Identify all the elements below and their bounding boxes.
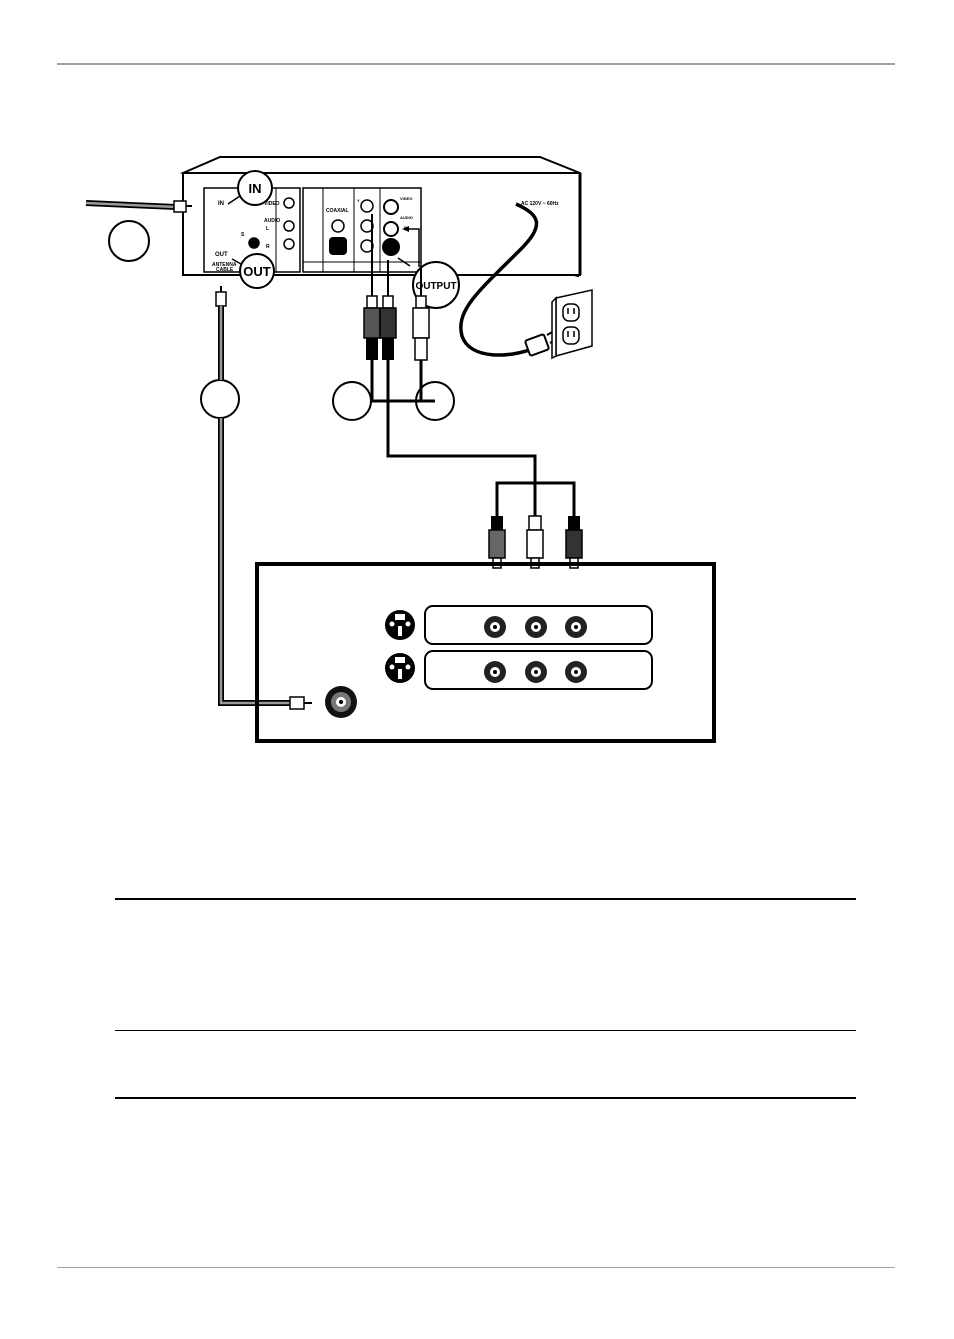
video-in-label: VIDEO <box>264 201 280 207</box>
wall-outlet <box>551 289 593 360</box>
out-video-jack <box>383 199 399 215</box>
audio-r-in-jack <box>283 238 295 250</box>
rf-cable-to-tv <box>215 286 312 710</box>
comp-y-label: Y <box>357 198 360 203</box>
vcr-rca-plug-audio-l <box>379 295 397 360</box>
tv-rca-jack-row2-1 <box>484 661 506 683</box>
comp-y-jack <box>360 199 374 213</box>
step-circle-1 <box>108 220 150 262</box>
tv-rca-jack-row1-1 <box>484 616 506 638</box>
top-rule <box>57 63 895 65</box>
audio-l-in-jack <box>283 220 295 232</box>
vcr-rca-plug-video <box>363 295 381 360</box>
tv-rca-jack-row1-3 <box>565 616 587 638</box>
antenna-in-label: IN <box>218 201 224 207</box>
vcr-rca-plug-audio-r <box>412 295 430 361</box>
coaxial-label: COAXIAL <box>326 208 349 214</box>
ac-power-label: AC 120V ~ 60Hz <box>521 201 559 207</box>
vcr-rca-leads <box>371 214 422 296</box>
vcr-labels: IN OUT ANTENNA CABLE VIDEO AUDIO L R S C… <box>212 196 559 273</box>
tv-svideo-jack-2 <box>385 653 415 683</box>
s-video-jack <box>329 237 347 255</box>
out-video-label: VIDEO <box>400 196 412 201</box>
step-circle-3 <box>332 381 372 421</box>
antenna-input-cable <box>85 200 192 213</box>
out-audio-jack <box>383 221 399 237</box>
tv-rca-jack-row2-2 <box>525 661 547 683</box>
vcr-unit <box>179 156 582 278</box>
component-panel <box>302 187 422 273</box>
antenna-out-label: OUT <box>215 252 228 258</box>
tv-rca-jack-row1-2 <box>525 616 547 638</box>
out-callout: OUT <box>231 253 275 289</box>
svg-text:OUTPUT: OUTPUT <box>415 281 456 292</box>
out-audio-label: AUDIO <box>400 215 413 220</box>
av-cable-bundle <box>370 360 576 516</box>
antenna-jack <box>248 237 260 249</box>
tv-rca-plug-3 <box>565 516 583 569</box>
audio-l-label: L <box>266 226 269 232</box>
output-callout-line <box>397 257 411 267</box>
table-rule-2 <box>115 1030 856 1031</box>
antenna-cable-label-2: CABLE <box>216 267 234 273</box>
tv-antenna-jack <box>325 686 357 718</box>
svg-text:OUT: OUT <box>243 264 271 279</box>
tv-rca-plug-1 <box>488 516 506 569</box>
tv-rca-plug-2 <box>526 515 544 569</box>
output-callout-arrow <box>405 228 420 267</box>
audio-r-label: R <box>266 244 270 250</box>
output-arrow-head <box>402 226 409 232</box>
tv-back-panel <box>255 562 716 743</box>
step-circle-2 <box>200 379 240 419</box>
tv-rca-jack-row2-3 <box>565 661 587 683</box>
s-label: S <box>241 232 245 238</box>
svg-text:IN: IN <box>249 181 262 196</box>
in-callout: IN <box>227 170 273 206</box>
coaxial-jack <box>331 219 345 233</box>
video-in-jack <box>283 197 295 209</box>
out-r-jack <box>382 238 400 256</box>
audio-in-label: AUDIO <box>264 218 280 224</box>
table-rule-1 <box>115 898 856 900</box>
table-rule-3 <box>115 1097 856 1099</box>
bottom-rule <box>57 1267 895 1268</box>
tv-svideo-jack-1 <box>385 610 415 640</box>
antenna-cable-label: ANTENNA <box>212 262 237 268</box>
